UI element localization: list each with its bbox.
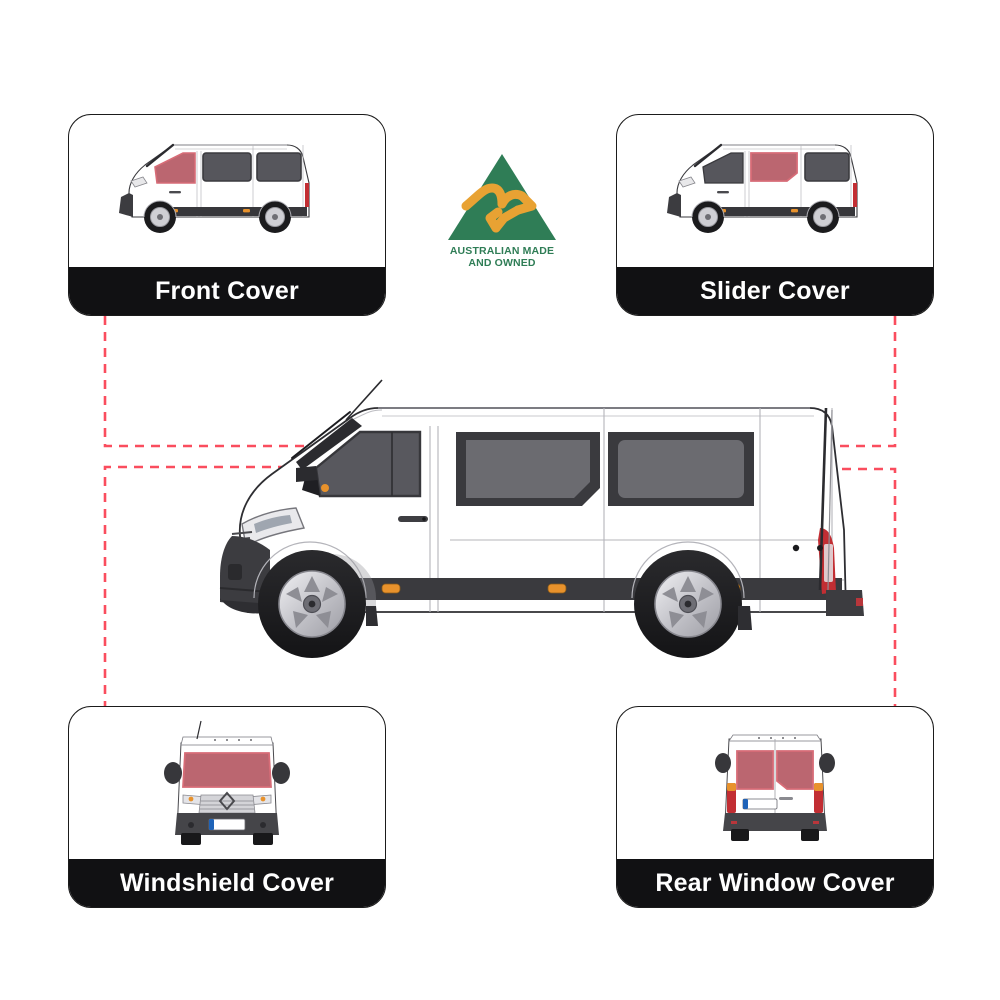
highlight-rear-window-right [776,750,814,790]
van-side-thumb-front [119,143,310,233]
windshield-cover-illustration [69,707,385,859]
slider-cover-illustration [617,115,933,267]
wheel-front [692,201,724,233]
australian-made-badge: AUSTRALIAN MADE AND OWNED [437,148,567,280]
product-card-label-slider-cover: Slider Cover [617,267,933,315]
front-cover-illustration [69,115,385,267]
van-front-thumb [164,720,290,845]
highlight-slider-window [750,152,798,182]
highlight-driver-window [154,152,196,184]
van-rear-thumb [715,734,835,841]
renault-diamond-logo [218,791,236,811]
slider-door-glass [456,432,600,506]
australian-made-triangle-icon [448,154,556,240]
driver-door-glass [314,430,422,498]
wheel-rear [634,550,742,658]
wheel-rear [807,201,839,233]
highlight-rear-window-left [736,750,774,790]
product-card-slider-cover[interactable]: Slider Cover [616,114,934,316]
rear-side-glass [608,432,754,506]
wheel-front [258,550,366,658]
product-card-front-cover[interactable]: Front Cover [68,114,386,316]
product-card-label-rear-window-cover: Rear Window Cover [617,859,933,907]
van-side-thumb-slider [667,143,858,233]
main-van-side-view [120,340,880,670]
rear-window-cover-illustration [617,707,933,859]
wheel-rear [259,201,291,233]
product-card-rear-window-cover[interactable]: Rear Window Cover [616,706,934,908]
renault-master-side-illustration [219,379,864,658]
wheel-front [144,201,176,233]
product-card-windshield-cover[interactable]: Windshield Cover [68,706,386,908]
australian-made-badge-text: AUSTRALIAN MADE AND OWNED [449,245,555,269]
highlight-windshield [182,752,272,788]
product-card-label-windshield-cover: Windshield Cover [69,859,385,907]
product-card-label-front-cover: Front Cover [69,267,385,315]
van-body [219,379,864,658]
